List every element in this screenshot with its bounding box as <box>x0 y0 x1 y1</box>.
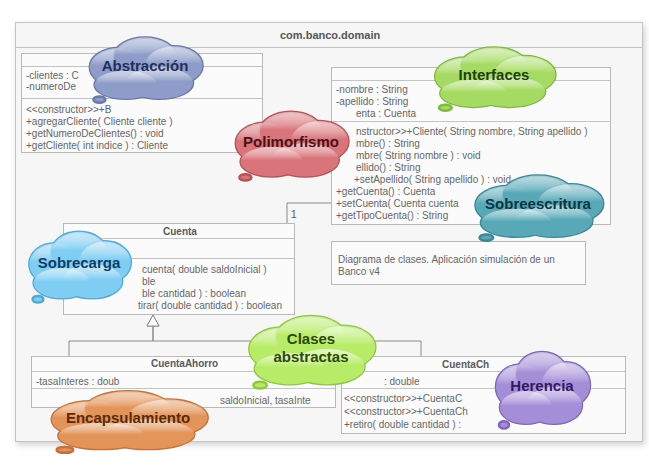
class-member: <<constructor>>+CuentaCh <box>344 406 468 418</box>
connector <box>287 203 331 223</box>
cloud-puff <box>481 209 552 237</box>
cloud-puff-outline <box>439 105 452 111</box>
cloud-puff <box>58 423 144 449</box>
concept-cloud: Clases abstractas <box>244 312 378 390</box>
compartment-line <box>332 121 610 122</box>
class-member: : double <box>384 376 420 388</box>
cloud-puff-outline <box>95 71 157 99</box>
concept-cloud: Interfaces <box>430 44 558 112</box>
class-member: +getNumeroDeClientes() : void <box>26 128 164 140</box>
cloud-puff-outline <box>481 209 552 237</box>
class-member: +getCuenta() : Cuenta <box>336 186 435 198</box>
cloud-puff <box>500 391 552 424</box>
cloud-label: Polimorfismo <box>243 133 339 151</box>
class-member: -tasaInteres : doub <box>36 376 119 388</box>
cloud-puff <box>241 147 303 177</box>
class-member: ble <box>142 276 155 288</box>
class-member: -clientes : C <box>26 70 79 82</box>
class-member: +agregarCliente( Cliente cliente ) <box>26 116 172 128</box>
connector <box>69 326 153 356</box>
class-member: <<constructor>>+B <box>26 104 111 116</box>
concept-cloud: Sobrecarga <box>25 228 133 304</box>
cloud-label: Sobrecarga <box>38 254 121 272</box>
class-member: -apellido : String <box>336 96 408 108</box>
class-member: nstructor>>+Cliente( String nombre, Stri… <box>356 126 588 138</box>
concept-cloud: Sobreescritura <box>470 172 606 242</box>
cloud-label: Sobreescritura <box>485 195 591 213</box>
class-member: +retiro( double cantidad ) : <box>344 419 461 431</box>
cloud-puff <box>34 268 90 298</box>
cloud-puff-outline <box>480 235 494 241</box>
note-box: Diagrama de clases. Aplicación simulació… <box>331 241 586 285</box>
cloud-puff-outline <box>500 391 552 424</box>
class-member: +getTipoCuenta() : String <box>336 210 448 222</box>
cloud-puff <box>95 71 157 99</box>
class-member: <<constructor>>+CuentaC <box>344 393 462 405</box>
note-text: Diagrama de clases. Aplicación simulació… <box>338 254 579 278</box>
association-line <box>287 203 331 223</box>
cloud-label: Herencia <box>510 377 573 395</box>
class-member: mbre() : String <box>356 138 420 150</box>
cloud-label: Encapsulamiento <box>66 409 190 427</box>
class-member: tirar( double cantidad ) : boolean <box>138 300 282 312</box>
inheritance-arrowhead <box>147 315 159 326</box>
cloud-puff <box>440 80 507 107</box>
inheritance-arrowhead <box>147 315 159 326</box>
class-member: +getCliente( int indice ) : Cliente <box>26 140 168 152</box>
class-member: enta : Cuenta <box>356 108 416 120</box>
cloud-label: Clases abstractas <box>255 330 367 366</box>
class-member: +setApellido( String apellido ) : void <box>354 174 511 186</box>
compartment-line <box>22 98 262 99</box>
cloud-puff-outline <box>93 97 105 103</box>
class-name: CuentaCh <box>442 359 489 371</box>
class-name: Cuenta <box>163 226 197 238</box>
concept-cloud: Abstracción <box>85 34 205 104</box>
cloud-puff-outline <box>440 80 507 107</box>
class-name: CuentaAhorro <box>151 358 218 370</box>
cloud-puff-outline <box>253 382 266 389</box>
cloud-puff-outline <box>58 423 144 449</box>
class-member: mbre( String nombre ) : void <box>356 150 481 162</box>
class-member: +setCuenta( Cuenta cuenta <box>336 198 459 210</box>
cloud-puff-outline <box>57 447 74 453</box>
multiplicity: 1 <box>291 209 297 221</box>
class-member: -numeroDe <box>26 81 76 93</box>
compartment-line <box>32 388 335 389</box>
generalization-line <box>69 315 159 356</box>
concept-cloud: Herencia <box>492 348 592 430</box>
class-member: ble cantidad ) : boolean <box>142 288 246 300</box>
class-member: saldoInicial, tasaInte <box>220 395 311 407</box>
class-member: ellido() : String <box>356 162 420 174</box>
cloud-puff-outline <box>34 268 90 298</box>
cloud-label: Interfaces <box>459 66 530 84</box>
cloud-puff-outline <box>241 147 303 177</box>
class-member: -nombre : String <box>336 84 408 96</box>
class-member: cuenta( double saldoInicial ) <box>142 264 267 276</box>
cloud-puff-outline <box>33 296 44 303</box>
package-name: com.banco.domain <box>280 29 380 41</box>
cloud-puff-outline <box>499 421 509 428</box>
cloud-puff-outline <box>239 174 251 180</box>
cloud-label: Abstracción <box>102 57 189 75</box>
concept-cloud: Encapsulamiento <box>45 388 211 454</box>
concept-cloud: Polimorfismo <box>231 108 351 182</box>
